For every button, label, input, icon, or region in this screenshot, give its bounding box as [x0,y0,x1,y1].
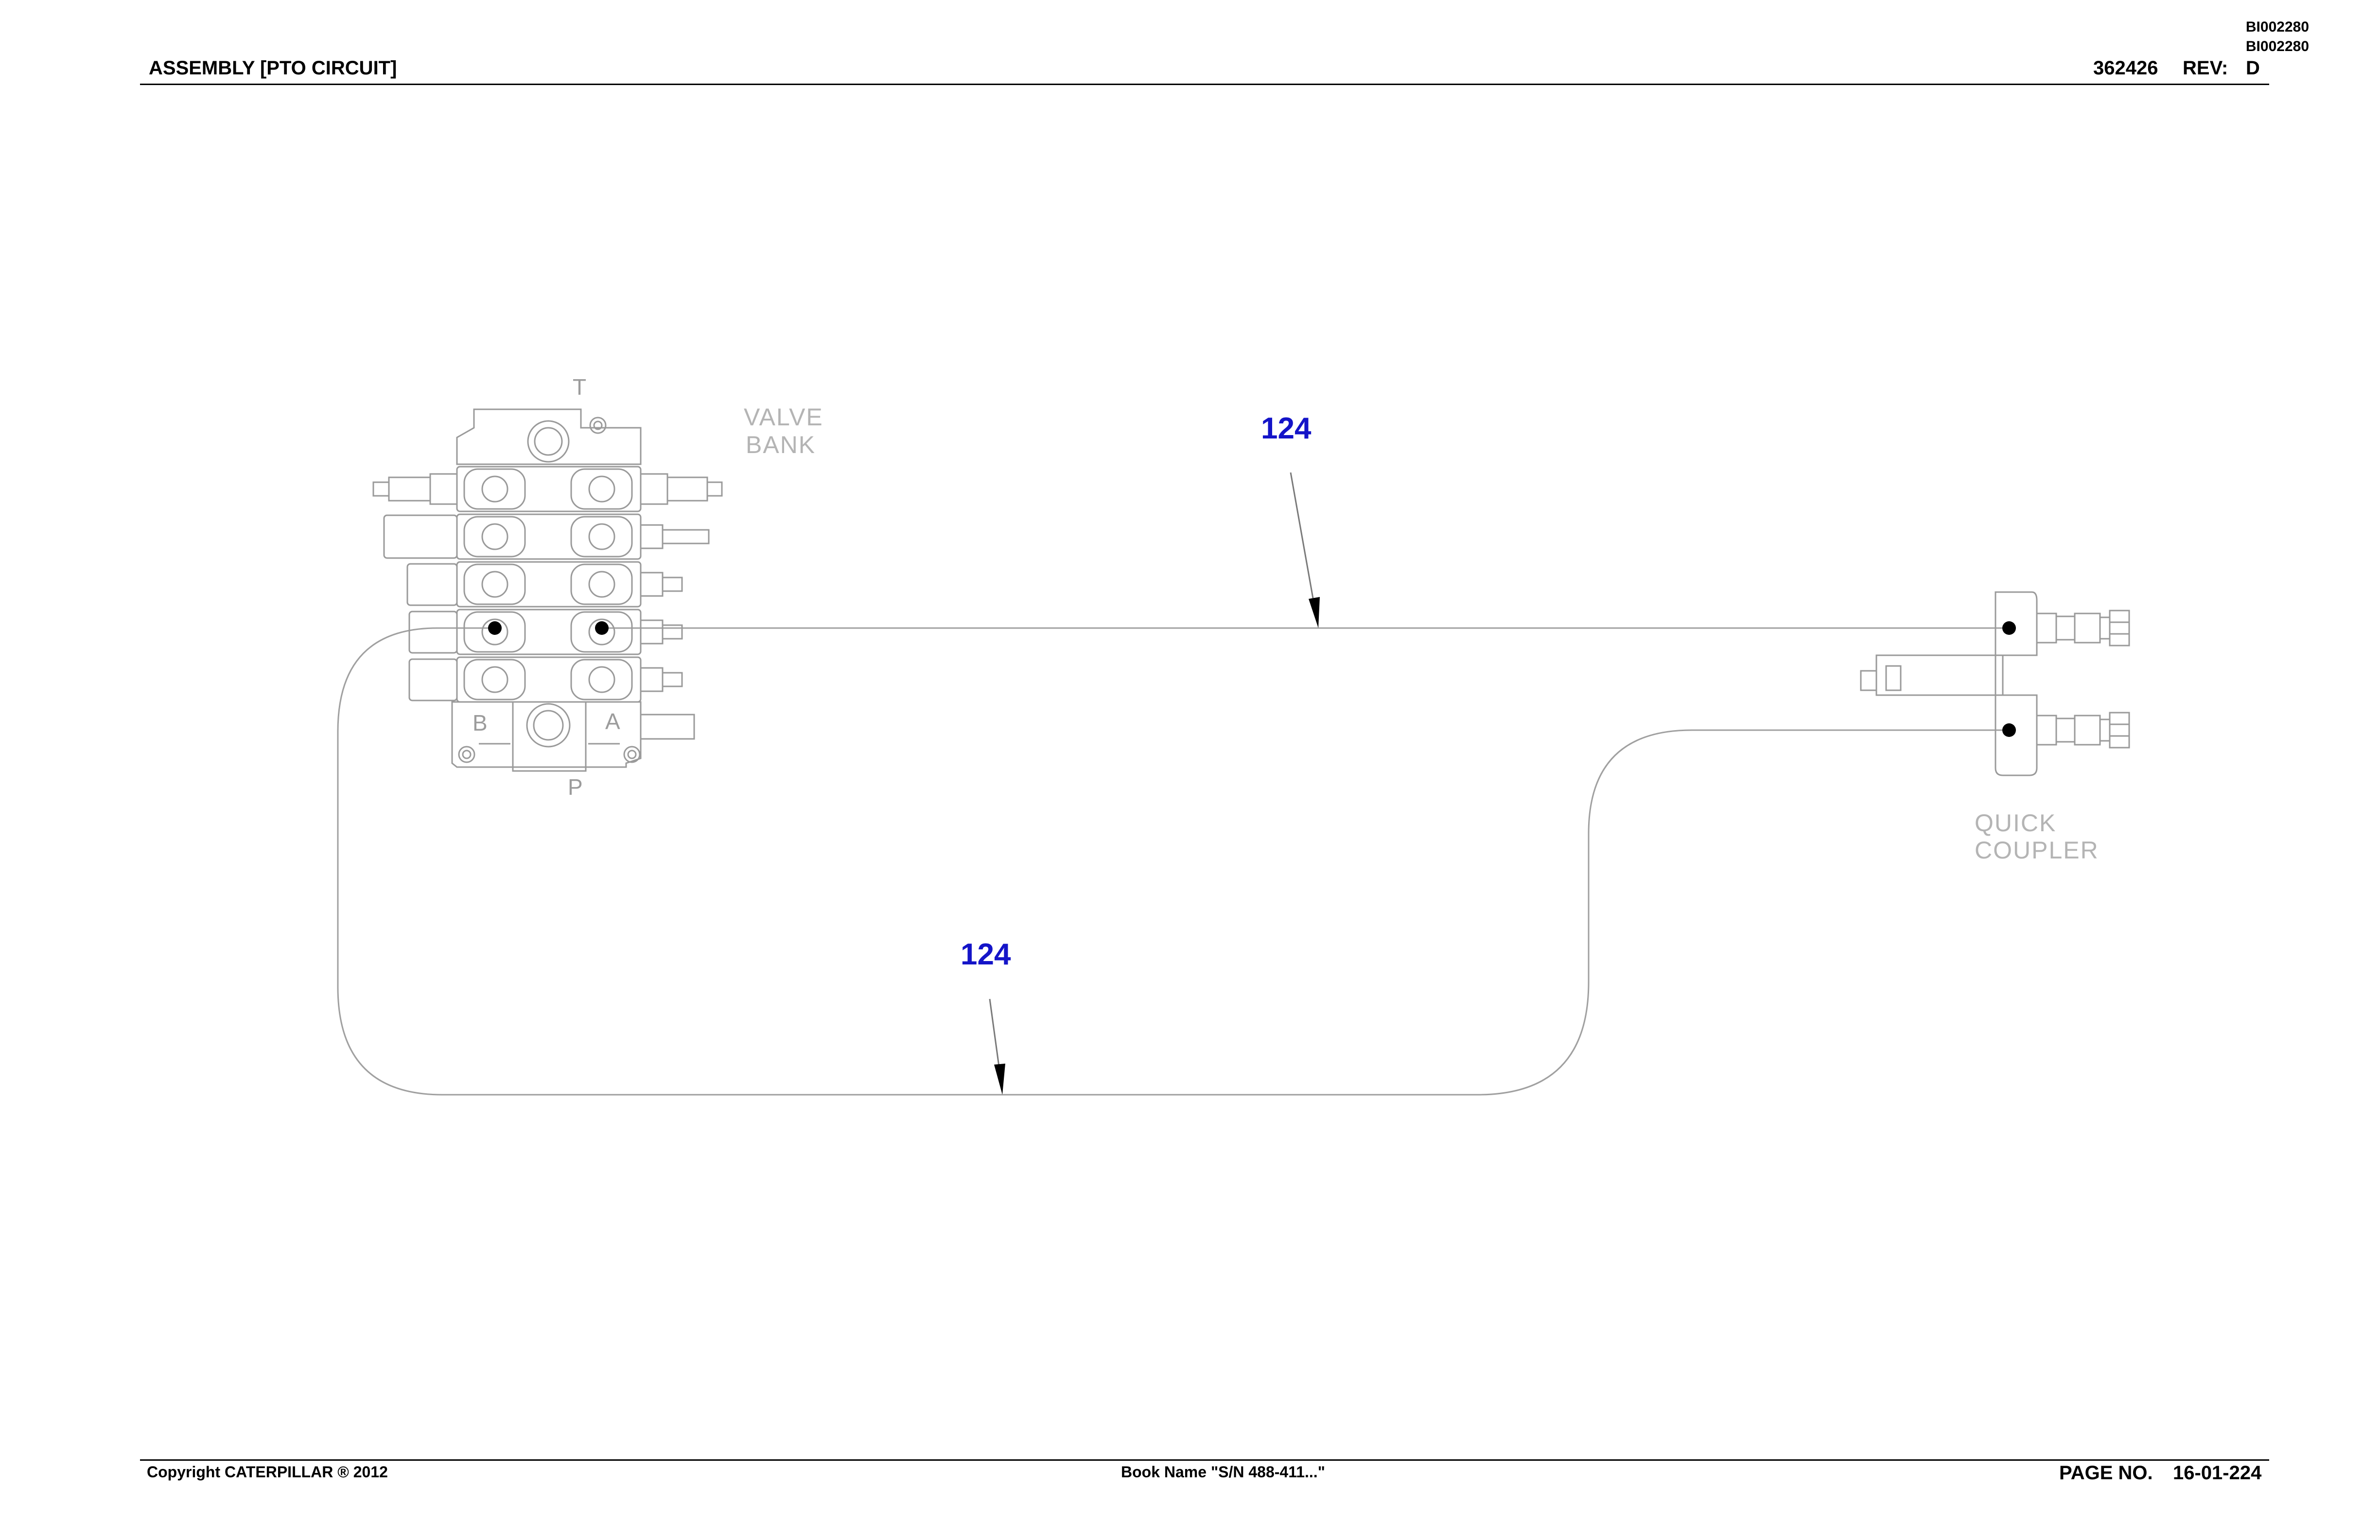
callout-upper: 124 [1261,412,1320,628]
hose-lower [337,627,2009,1096]
page-title: ASSEMBLY [PTO CIRCUIT] [149,57,397,79]
revision-label: REV: [2183,57,2228,79]
callout-label: 124 [1261,412,1312,445]
document-id: BI002280 [2245,19,2309,35]
header-rule [140,84,2269,85]
revision-value: D [2246,57,2260,79]
valve-port-a-connection [595,621,609,635]
valve-sections [456,466,642,703]
quick-coupler-label-line2: COUPLER [1975,837,2099,864]
part-number: 362426 [2093,57,2158,79]
book-name: Book Name "S/N 488-411..." [1121,1463,1325,1481]
callout-lower: 124 [961,938,1011,1095]
document-ids: BI002280 BI002280 [2246,18,2309,56]
valve-bank-label-line2: BANK [746,431,816,458]
quick-coupler [1860,591,2130,776]
port-label-p: P [568,774,583,800]
document-id: BI002280 [2245,38,2309,54]
port-label-b: B [472,710,488,735]
valve-actuators-right [640,473,723,692]
callout-arrowhead [1309,597,1320,628]
footer-rule [140,1459,2269,1461]
quick-coupler-label-line1: QUICK [1975,809,2056,837]
valve-port-b-connection [488,621,502,635]
valve-bank-label-line1: VALVE [744,403,823,431]
copyright: Copyright CATERPILLAR ® 2012 [147,1463,388,1481]
page-number-label: PAGE NO. [2059,1462,2153,1484]
page-number: 16-01-224 [2173,1462,2262,1484]
coupler-upper-connection [2002,621,2016,635]
port-label-a: A [605,709,620,734]
valve-bank: T P A B [372,374,723,800]
callout-label: 124 [961,938,1011,971]
valve-ports [463,468,633,700]
callout-leader [1290,472,1317,618]
port-label-t: T [573,374,586,400]
coupler-lower-connection [2002,723,2016,737]
callout-arrowhead [994,1064,1005,1095]
valve-actuators-left [372,473,458,701]
